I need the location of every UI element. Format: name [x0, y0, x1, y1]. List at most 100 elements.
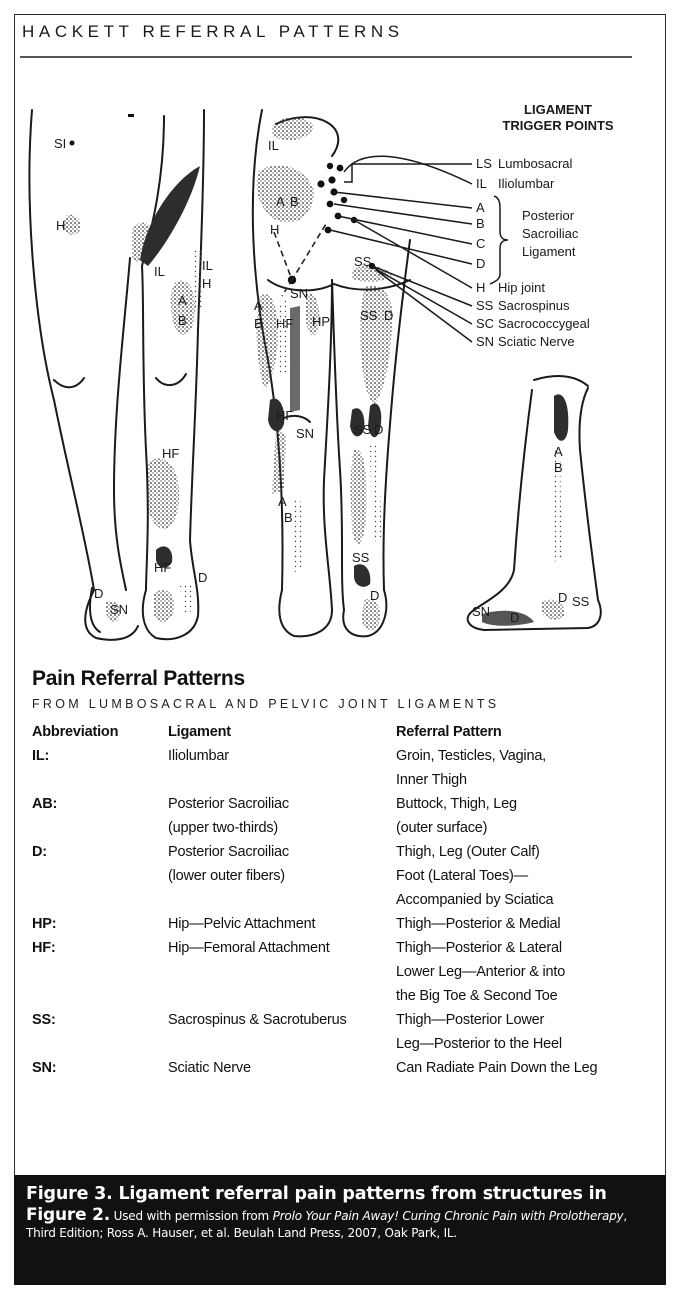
figure-label: D [94, 586, 103, 601]
figure-label: SS [572, 594, 590, 609]
figure-label: SS [354, 254, 372, 269]
figure-label: SS [352, 550, 370, 565]
figure-label: B [178, 313, 187, 328]
legend-code: D [476, 256, 485, 271]
pattern-cell: Accompanied by Sciatica [396, 888, 652, 912]
legend-title: LIGAMENT [524, 102, 592, 117]
caption-book-title: Prolo Your Pain Away! Curing Chronic Pai… [273, 1209, 624, 1223]
table-row: AB:Posterior Sacroiliac(upper two-thirds… [32, 792, 652, 840]
front-view-labels: SI H IL IL H A B HF D SN HF D [54, 136, 213, 617]
legend-code: SC [476, 316, 494, 331]
ligament-cell: Posterior Sacroiliac [168, 792, 396, 816]
pattern-cell: Groin, Testicles, Vagina, [396, 744, 652, 768]
figure-caption: Figure 3. Ligament referral pain pattern… [14, 1175, 666, 1285]
referral-table: Abbreviation Ligament Referral Pattern I… [32, 720, 652, 1080]
figure-label: SN [296, 426, 314, 441]
figure-label: A [178, 293, 187, 308]
figure-label: HF [276, 408, 293, 423]
figure-label: B [554, 460, 563, 475]
figure-label: H [202, 276, 211, 291]
pattern-cell: Leg—Posterior to the Heel [396, 1032, 652, 1056]
ligament-cell: Sciatic Nerve [168, 1056, 396, 1080]
figure-label: SN [110, 602, 128, 617]
figure-label: IL [268, 138, 279, 153]
ligament-cell: Sacrospinus & Sacrotuberus [168, 1008, 396, 1032]
pattern-cell: Thigh—Posterior Lower [396, 1008, 652, 1032]
ligament-cell: Hip—Femoral Attachment [168, 936, 396, 960]
bracket-label: Ligament [522, 244, 576, 259]
pattern-cell: Thigh, Leg (Outer Calf) [396, 840, 652, 864]
figure-label: IL [154, 264, 165, 279]
bracket-label: Sacroiliac [522, 226, 579, 241]
legend-name: Sciatic Nerve [498, 334, 575, 349]
pattern-cell: Can Radiate Pain Down the Leg [396, 1056, 652, 1080]
header-title: HACKETT REFERRAL PATTERNS [22, 22, 404, 42]
figure-label: H [56, 218, 65, 233]
legend-title: TRIGGER POINTS [502, 118, 614, 133]
legend-code: SS [476, 298, 494, 313]
figure-label: SS [354, 422, 372, 437]
legend-code: C [476, 236, 485, 251]
figure-label: HP [312, 314, 330, 329]
figure-label: SS [360, 308, 378, 323]
pattern-cell: Lower Leg—Anterior & into [396, 960, 652, 984]
table-row: D:Posterior Sacroiliac(lower outer fiber… [32, 840, 652, 912]
caption-title: Figure 3. Ligament referral pain pattern… [26, 1183, 654, 1207]
legend-name: Lumbosacral [498, 156, 573, 171]
table-header-row: Abbreviation Ligament Referral Pattern [32, 720, 652, 744]
figure-label: D [558, 590, 567, 605]
abbreviation-cell: HP: [32, 912, 168, 936]
legend-code: A [476, 200, 485, 215]
bracket-label: Posterior [522, 208, 575, 223]
side-leg-view [468, 376, 601, 630]
header-divider [20, 56, 632, 58]
legend-code: B [476, 216, 485, 231]
legend-name: Sacrospinus [498, 298, 570, 313]
referral-table-section: Pain Referral Patterns FROM LUMBOSACRAL … [32, 665, 652, 1080]
figure-label: B [290, 194, 299, 209]
column-header: Referral Pattern [396, 720, 652, 744]
figure-label: IL [202, 258, 213, 273]
legend-code: SN [476, 334, 494, 349]
pattern-cell: the Big Toe & Second Toe [396, 984, 652, 1008]
caption-body: Figure 2. Used with permission from Prol… [26, 1207, 654, 1242]
legend-code: LS [476, 156, 492, 171]
figure-label: A [276, 194, 285, 209]
ligament-cell: Iliolumbar [168, 744, 396, 768]
figure-label: D [198, 570, 207, 585]
figure-label: HF [154, 560, 171, 575]
legend-name: Hip joint [498, 280, 545, 295]
figure-label: B [254, 316, 263, 331]
figure-label: H [270, 222, 279, 237]
pattern-cell: Thigh—Posterior & Medial [396, 912, 652, 936]
abbreviation-cell: IL: [32, 744, 168, 768]
caption-text: Used with permission from [110, 1209, 273, 1223]
figure-label: D [374, 422, 383, 437]
legend-code: IL [476, 176, 487, 191]
section-title: Pain Referral Patterns [32, 665, 652, 693]
ligament-cell: Posterior Sacroiliac [168, 840, 396, 864]
figure-label: HF [276, 316, 293, 331]
legend-name: Iliolumbar [498, 176, 555, 191]
side-shaded-zones [482, 394, 568, 625]
ligament-cell: (upper two-thirds) [168, 816, 396, 840]
section-subtitle: FROM LUMBOSACRAL AND PELVIC JOINT LIGAME… [32, 694, 652, 714]
abbreviation-cell: D: [32, 840, 168, 864]
figure-label: SN [472, 604, 490, 619]
legend-code: H [476, 280, 485, 295]
abbreviation-cell: SN: [32, 1056, 168, 1080]
figure-label: SI [54, 136, 66, 151]
pattern-cell: Buttock, Thigh, Leg [396, 792, 652, 816]
ligament-cell: (lower outer fibers) [168, 864, 396, 888]
abbreviation-cell: SS: [32, 1008, 168, 1032]
column-header: Ligament [168, 720, 396, 744]
front-shaded-zones [62, 114, 204, 623]
pattern-cell: Thigh—Posterior & Lateral [396, 936, 652, 960]
figure-label: A [554, 444, 563, 459]
figure-label: D [510, 610, 519, 625]
